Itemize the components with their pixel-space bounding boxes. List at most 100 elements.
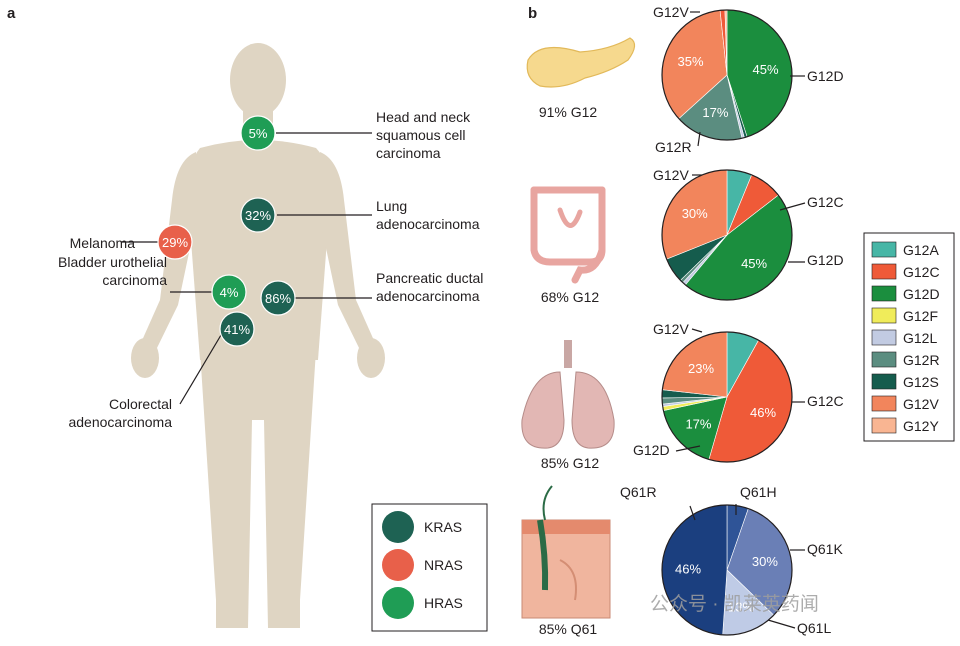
pie-slice-label: 23%: [688, 361, 714, 376]
legend-label-g12f: G12F: [903, 308, 938, 324]
organ-caption: 91% G12: [539, 104, 598, 120]
site-markers: 5%32%29%4%86%41%: [157, 115, 296, 347]
pie-slice-label: 13%: [728, 599, 754, 614]
callout-leader: [779, 202, 806, 211]
callout-leader: [689, 505, 696, 521]
callout-label-g12d: G12D: [807, 68, 844, 84]
site-label-line: adenocarcinoma: [68, 414, 172, 430]
pie-outline: [661, 504, 793, 636]
callout-label-q61h: Q61H: [740, 484, 777, 500]
organ-caption: 68% G12: [541, 289, 600, 305]
pancreas-illustration: [526, 37, 636, 88]
legend-label-g12c: G12C: [903, 264, 940, 280]
legend-swatch-g12l: [871, 329, 897, 346]
site-label: Colorectal adenocarcinoma: [68, 396, 172, 430]
legend-swatch-g12f: [871, 307, 897, 324]
callout-label-g12v: G12V: [653, 167, 689, 183]
callout-label-q61k: Q61K: [807, 541, 843, 557]
site-label-line: Bladder urothelial: [58, 254, 167, 270]
site-label-line: carcinoma: [102, 272, 167, 288]
site-label-line: Melanoma: [70, 235, 136, 251]
pie-chart-colon: 45% 30%: [661, 169, 793, 301]
callout-label-g12c: G12C: [807, 194, 844, 210]
colon-illustration: [530, 186, 606, 284]
legend-swatch-g12r: [871, 351, 897, 368]
pie-slice-label: 17%: [702, 105, 728, 120]
site-label: Melanoma: [70, 235, 136, 251]
callout-label-g12d: G12D: [633, 442, 670, 458]
site-circle: [260, 280, 296, 316]
site-percent: 32%: [245, 208, 271, 223]
legend-label-g12s: G12S: [903, 374, 939, 390]
pie-slice-label: 30%: [752, 554, 778, 569]
lung-illustration: [521, 340, 615, 449]
pie-slice-label: 35%: [678, 54, 704, 69]
legend-label-kras: KRAS: [424, 519, 462, 535]
callout-label-g12v: G12V: [653, 4, 689, 20]
skin-illustration: [521, 485, 611, 619]
pie-slice-label: 45%: [753, 62, 779, 77]
watermark-text: 公众号 · 凯莱英药闻: [650, 593, 819, 615]
callout-label-g12v: G12V: [653, 321, 689, 337]
legend-label-g12d: G12D: [903, 286, 940, 302]
site-label-line: adenocarcinoma: [376, 216, 480, 232]
pie-charts: 45% 17% 35% 45% 30% 46% 17% 23% 30% 13% 46%: [661, 9, 793, 636]
callout-label-g12r: G12R: [655, 139, 692, 155]
site-label-line: Pancreatic ductal: [376, 270, 483, 286]
legend-label-g12v: G12V: [903, 396, 939, 412]
callout-leader: [675, 445, 701, 452]
site-label-line: Colorectal: [109, 396, 172, 412]
legend-swatch-kras: [382, 511, 414, 543]
pie-chart-pancreas: 45% 17% 35%: [661, 9, 793, 141]
site-marker: 32%: [240, 197, 276, 233]
site-label-line: squamous cell: [376, 127, 466, 143]
legend-label-hras: HRAS: [424, 595, 463, 611]
pie-slice-label: 17%: [685, 417, 711, 432]
legend-swatch-g12y: [871, 417, 897, 434]
pie-slice-label: 45%: [741, 256, 767, 271]
legend-swatch-g12a: [871, 241, 897, 258]
pie-outline: [661, 9, 793, 141]
pie-outline: [661, 331, 793, 463]
site-circle: [240, 197, 276, 233]
site-circle: [157, 224, 193, 260]
site-label: Bladder urothelial carcinoma: [58, 254, 167, 288]
panel-a-label: a: [7, 5, 16, 22]
pie-slice-label: 46%: [750, 405, 776, 420]
site-marker: 86%: [260, 280, 296, 316]
callout-leader: [767, 619, 796, 629]
site-percent: 86%: [265, 291, 291, 306]
site-label-line: Head and neck: [376, 109, 471, 125]
site-circle: [211, 274, 247, 310]
pie-slice-label: 30%: [682, 206, 708, 221]
site-percent: 41%: [224, 322, 250, 337]
legend-label-g12y: G12Y: [903, 418, 939, 434]
callout-leader: [691, 328, 703, 333]
site-label-line: adenocarcinoma: [376, 288, 480, 304]
legend-swatch-g12v: [871, 395, 897, 412]
panel-b-label: b: [528, 5, 537, 22]
panel-a-leaders: [121, 132, 372, 405]
legend-swatch-hras: [382, 587, 414, 619]
organ-caption: 85% G12: [541, 455, 600, 471]
callout-label-g12c: G12C: [807, 393, 844, 409]
pie-chart-skin: 30% 13% 46%: [661, 504, 793, 636]
site-label-line: carcinoma: [376, 145, 441, 161]
site-marker: 41%: [219, 311, 255, 347]
pie-outline: [661, 169, 793, 301]
callout-label-q61r: Q61R: [620, 484, 657, 500]
site-label-line: Lung: [376, 198, 407, 214]
legend-label-g12a: G12A: [903, 242, 939, 258]
site-circle: [219, 311, 255, 347]
pie-chart-lung: 46% 17% 23%: [661, 331, 793, 463]
site-marker: 5%: [240, 115, 276, 151]
site-label: Head and neck squamous cell carcinoma: [376, 109, 471, 161]
site-label: Pancreatic ductal adenocarcinoma: [376, 270, 483, 304]
pie-slice-label: 46%: [675, 562, 701, 577]
legend-swatch-nras: [382, 549, 414, 581]
